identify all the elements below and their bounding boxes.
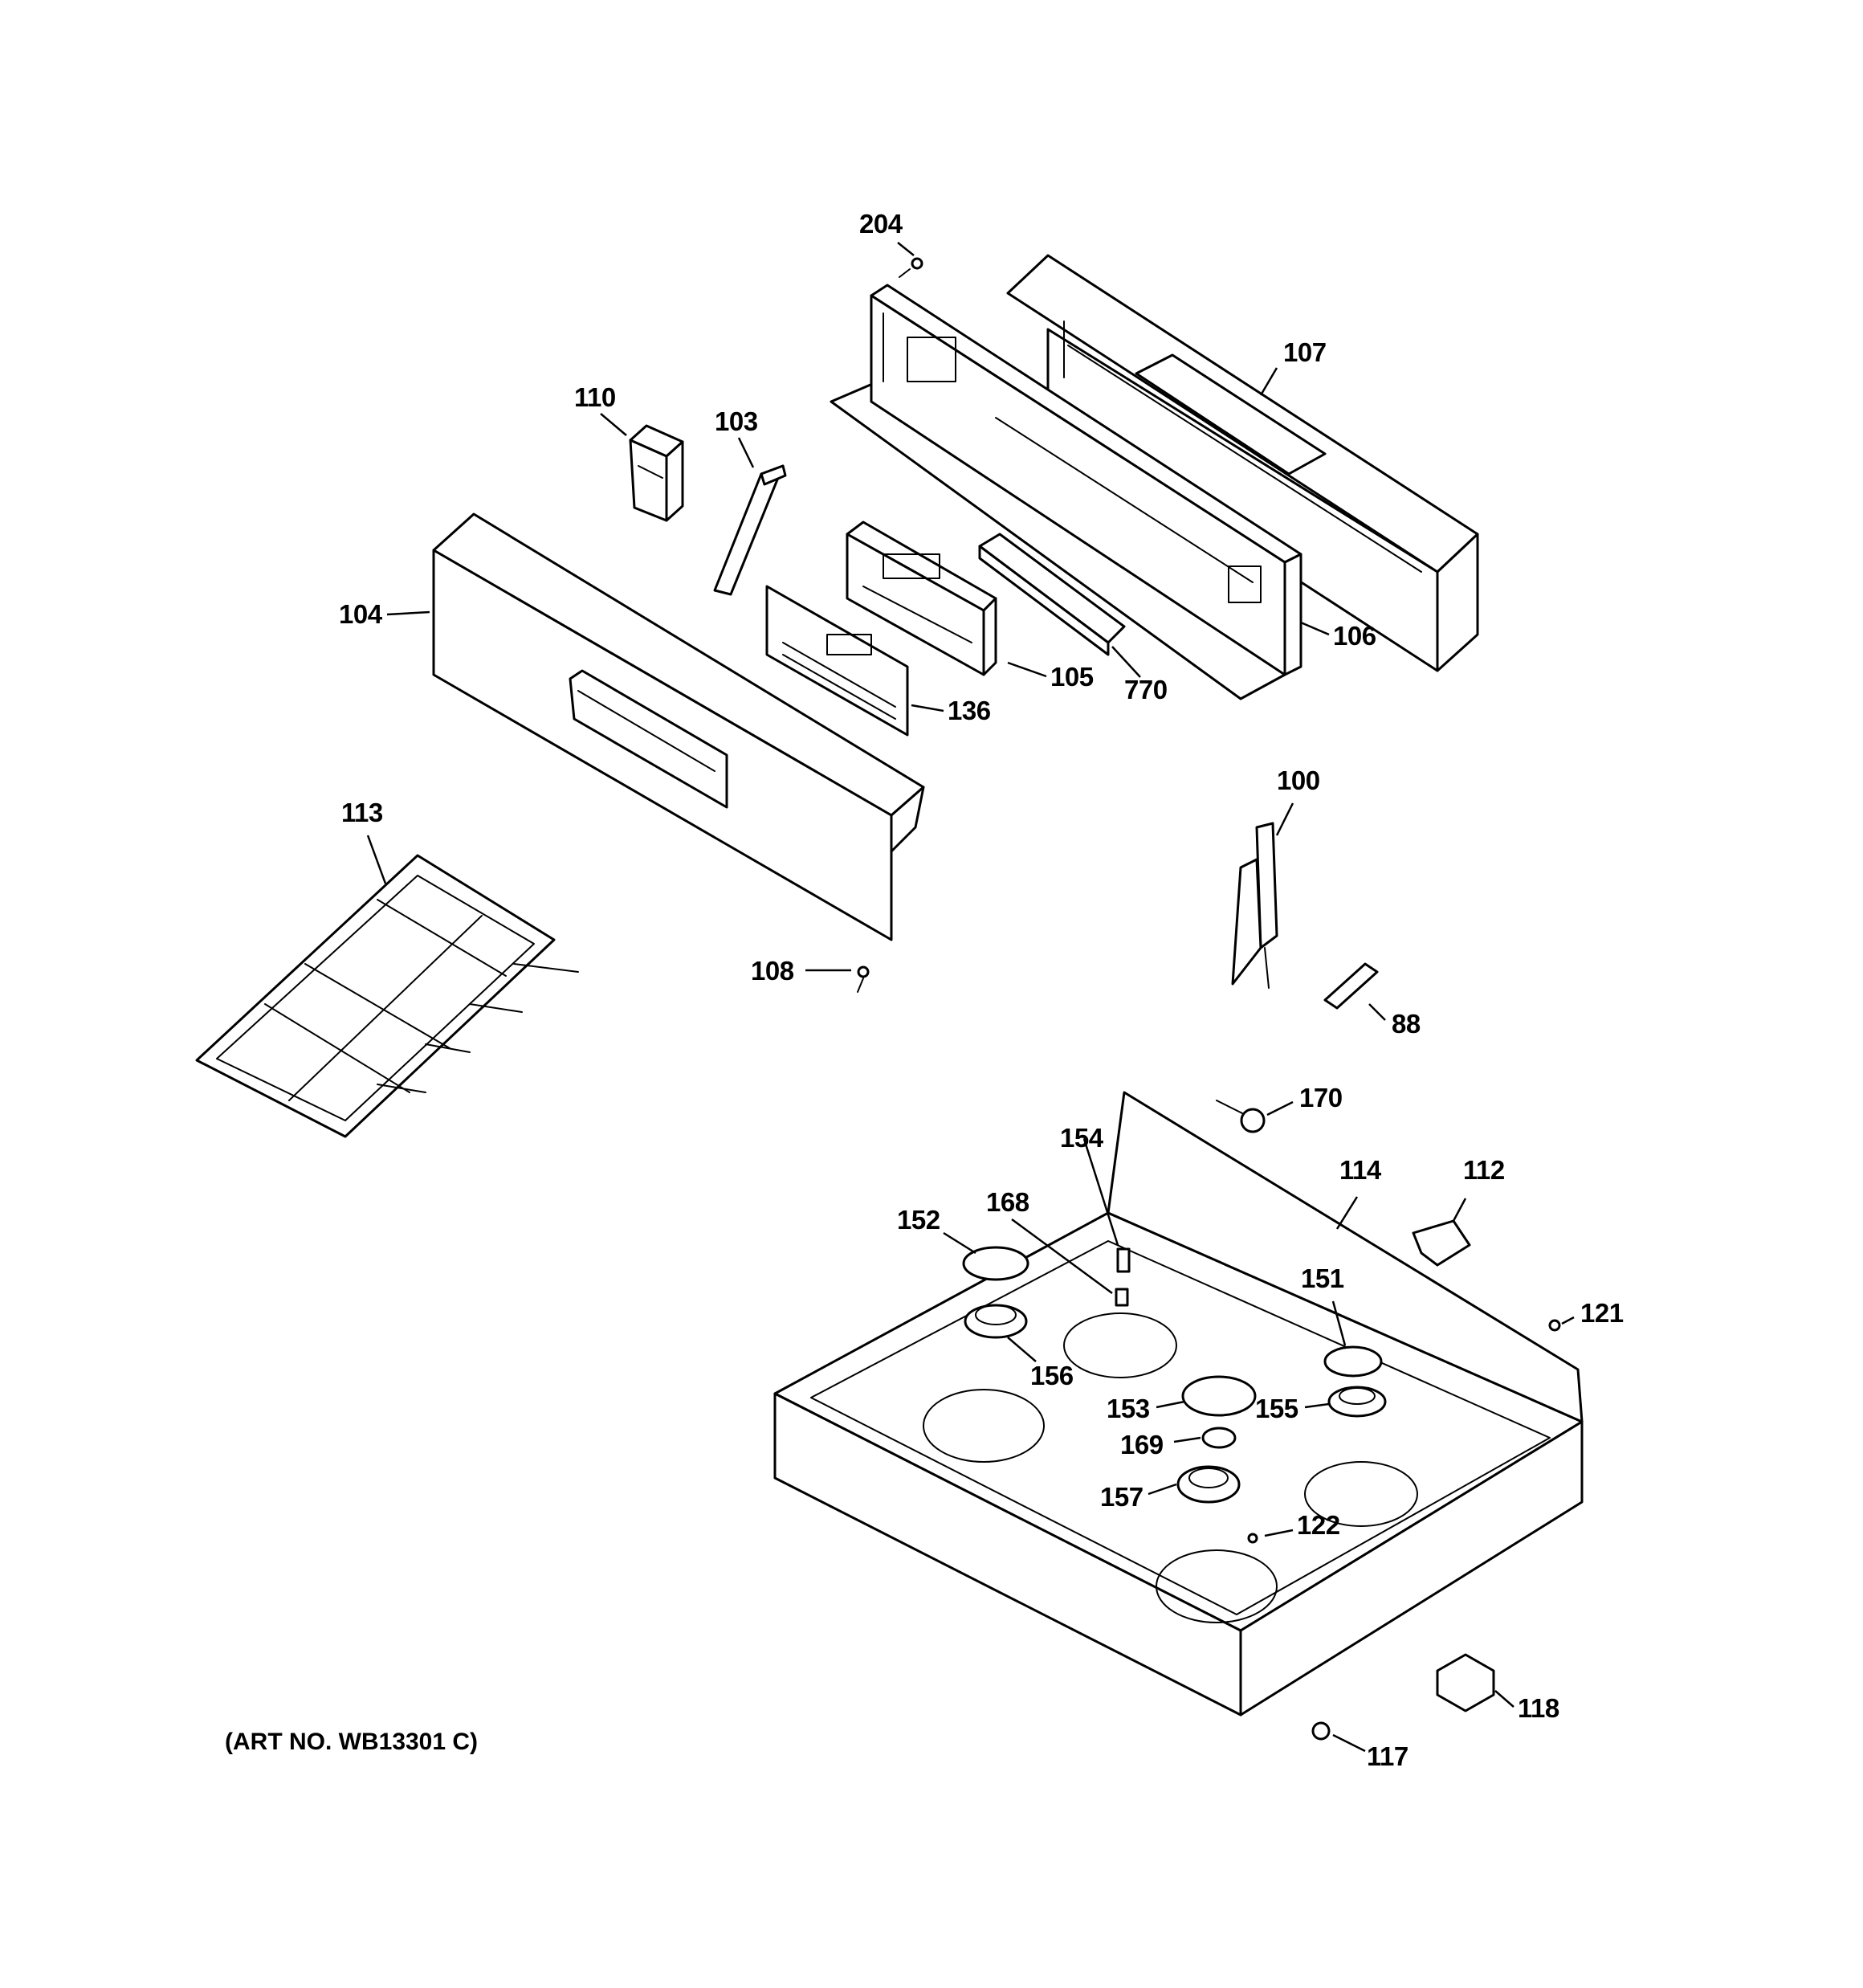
callout-122: 122 — [1297, 1510, 1340, 1540]
callout-117: 117 — [1367, 1741, 1408, 1771]
callout-155: 155 — [1255, 1394, 1298, 1423]
part-113-burner-grate — [195, 854, 579, 1138]
burner-cap-151-icon — [1323, 1345, 1383, 1378]
leader-lines — [366, 242, 1575, 1753]
callout-153: 153 — [1107, 1394, 1150, 1423]
screw-108-icon — [857, 965, 870, 993]
callout-113: 113 — [341, 798, 383, 827]
burner-head-157-icon — [1176, 1465, 1241, 1504]
part-88-clip — [1323, 962, 1379, 1010]
burner-cap-153-icon — [1181, 1375, 1257, 1417]
callout-108: 108 — [751, 956, 794, 986]
part-106-backguard-frame — [830, 284, 1302, 700]
part-112-valve-icon — [1412, 1219, 1471, 1267]
part-136-keypad-overlay — [765, 585, 909, 737]
burner-cap-152-icon — [962, 1246, 1029, 1281]
callout-152: 152 — [897, 1205, 940, 1235]
callout-170: 170 — [1299, 1083, 1343, 1112]
callout-157: 157 — [1100, 1482, 1143, 1512]
callout-118: 118 — [1518, 1693, 1559, 1723]
burner-head-156-icon — [964, 1304, 1028, 1339]
callout-156: 156 — [1030, 1361, 1074, 1390]
screw-122-icon — [1247, 1533, 1258, 1544]
callout-121: 121 — [1580, 1298, 1624, 1328]
electrode-168-icon — [1115, 1288, 1129, 1307]
screw-121-icon — [1548, 1319, 1561, 1332]
part-100-side-trim — [1231, 822, 1278, 989]
electrode-154-icon — [1116, 1247, 1131, 1273]
screw-204-icon — [899, 257, 923, 278]
part-103-bracket — [713, 464, 787, 596]
part-117-nut-icon — [1311, 1721, 1331, 1741]
art-number: (ART NO. WB13301 C) — [225, 1729, 479, 1755]
callout-204: 204 — [859, 209, 903, 239]
burner-head-155-icon — [1327, 1386, 1387, 1418]
callout-154: 154 — [1060, 1123, 1103, 1153]
part-770-insulation-strip — [978, 533, 1126, 656]
callout-107: 107 — [1283, 337, 1327, 367]
orifice-169-icon — [1201, 1427, 1237, 1449]
part-105-control-board — [846, 520, 997, 676]
callout-103: 103 — [715, 406, 758, 436]
callout-112: 112 — [1463, 1155, 1505, 1185]
callout-770: 770 — [1124, 675, 1168, 704]
part-118-foot-icon — [1436, 1653, 1495, 1712]
callout-106: 106 — [1333, 621, 1376, 651]
callout-104: 104 — [339, 599, 382, 629]
callout-88: 88 — [1392, 1009, 1421, 1039]
callout-105: 105 — [1050, 662, 1094, 692]
part-107-rear-panel — [1006, 254, 1479, 672]
part-110-spark-module — [629, 424, 684, 522]
callout-136: 136 — [948, 696, 991, 725]
callout-110: 110 — [574, 382, 616, 412]
screw-170-icon — [1216, 1100, 1266, 1133]
callout-169: 169 — [1120, 1430, 1164, 1459]
part-104-control-panel — [432, 512, 925, 941]
callout-168: 168 — [986, 1187, 1029, 1217]
callout-114: 114 — [1339, 1155, 1381, 1185]
callout-100: 100 — [1277, 765, 1320, 795]
callout-151: 151 — [1301, 1263, 1344, 1293]
